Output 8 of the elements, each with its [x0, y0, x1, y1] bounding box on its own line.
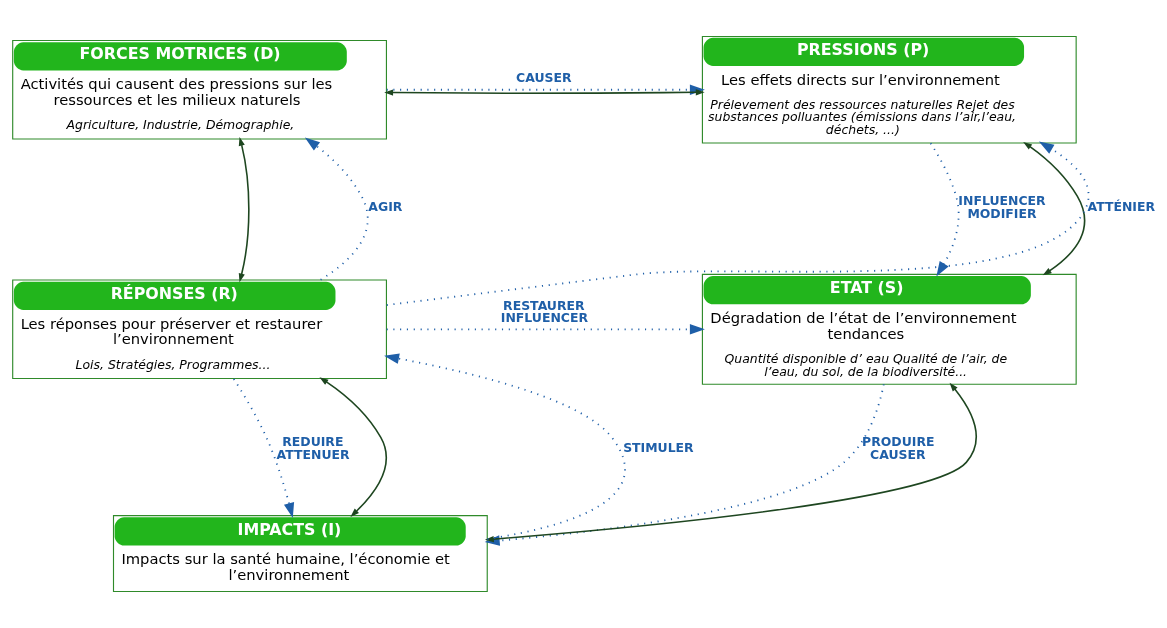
edge-label: PRODUIRE CAUSER — [862, 434, 935, 462]
edge-label: REDUIRE ATTENUER — [276, 434, 350, 462]
edge-label: STIMULER — [623, 439, 694, 455]
edge-label: ATTÉNIER — [1087, 198, 1156, 214]
edge-label: INFLUENCER MODIFIER — [958, 193, 1046, 221]
edge-label: RESTAURER INFLUENCER — [500, 297, 589, 326]
edge-label: AGIR — [368, 198, 403, 214]
edge-label: CAUSER — [516, 69, 572, 85]
